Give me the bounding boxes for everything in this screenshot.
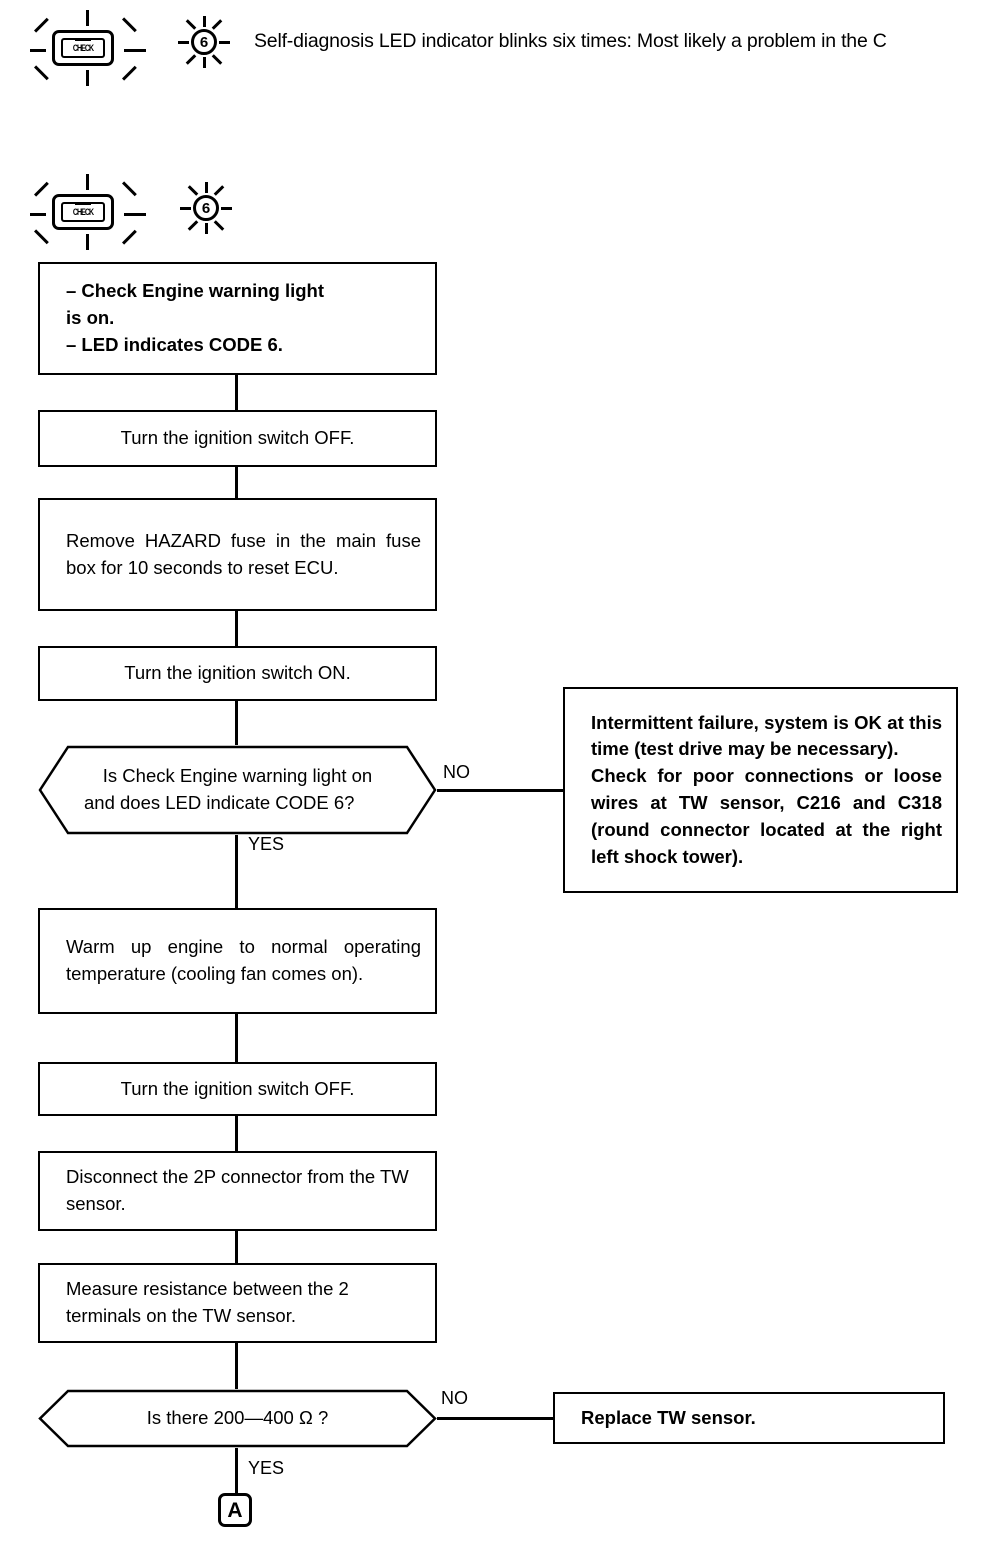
connector-ign-on-to-decision-1 bbox=[235, 701, 238, 745]
node-intermittent-failure-text: Intermittent failure, system is OK at th… bbox=[565, 710, 956, 871]
node-decision-code6: Is Check Engine warning light on and doe… bbox=[38, 745, 437, 835]
node-ignition-on-text: Turn the ignition switch ON. bbox=[124, 662, 351, 684]
branch-label-yes-2: YES bbox=[248, 1458, 285, 1478]
decision-code6-line-2: and does LED indicate CODE 6? bbox=[84, 792, 355, 813]
connector-ign-off-1-to-fuse bbox=[235, 467, 238, 498]
connector-badge-a: A bbox=[218, 1493, 252, 1527]
check-engine-lamp-icon: CHECK bbox=[28, 8, 148, 86]
branch-no-line-decision-resistance bbox=[437, 1417, 553, 1420]
header-description: Self-diagnosis LED indicator blinks six … bbox=[254, 30, 887, 52]
branch-label-no-2: NO bbox=[441, 1388, 468, 1408]
led-blink-icon: 6 bbox=[178, 16, 230, 68]
branch-label-yes-1: YES bbox=[248, 834, 285, 854]
node-ignition-off-1: Turn the ignition switch OFF. bbox=[38, 410, 437, 467]
node-measure-resistance: Measure resistance between the 2 termina… bbox=[38, 1263, 437, 1343]
branch-label-no-1: NO bbox=[443, 762, 470, 782]
connector-decision1-yes-to-warmup bbox=[235, 835, 238, 908]
node-replace-tw-sensor: Replace TW sensor. bbox=[553, 1392, 945, 1444]
led-blink-icon-2: 6 bbox=[180, 182, 232, 234]
branch-no-line-decision-code6 bbox=[437, 789, 563, 792]
connector-start-to-ign-off-1 bbox=[235, 375, 238, 410]
node-remove-hazard-fuse: Remove HAZARD fuse in the main fuse box … bbox=[38, 498, 437, 611]
node-remove-hazard-fuse-text: Remove HAZARD fuse in the main fuse box … bbox=[66, 529, 421, 578]
decision-resistance-line-1: Is there 200—400 Ω ? bbox=[146, 1407, 329, 1429]
node-decision-resistance-text: Is there 200—400 Ω ? bbox=[84, 1389, 391, 1448]
node-ignition-off-1-text: Turn the ignition switch OFF. bbox=[120, 427, 355, 449]
header-row: CHECK 6 Self-diagnosis LED indicator bli… bbox=[0, 0, 1008, 100]
engine-block-glyph-2: CHECK bbox=[61, 202, 105, 222]
intermittent-paragraph-1: Intermittent failure, system is OK at th… bbox=[591, 711, 942, 760]
node-ignition-off-2: Turn the ignition switch OFF. bbox=[38, 1062, 437, 1116]
node-warm-up-engine-text: Warm up engine to normal operating tempe… bbox=[66, 936, 421, 984]
connector-disconnect-to-measure bbox=[235, 1231, 238, 1263]
decision-hexagon-shape bbox=[38, 745, 437, 835]
connector-warmup-to-ign-off-2 bbox=[235, 1014, 238, 1062]
check-engine-lamp-icon-2: CHECK bbox=[28, 172, 148, 250]
intermittent-paragraph-2: Check for poor connections or loose wire… bbox=[591, 765, 942, 867]
check-engine-text: CHECK bbox=[72, 42, 94, 53]
check-engine-lamp-body: CHECK bbox=[52, 30, 114, 66]
led-code-number-2: 6 bbox=[193, 195, 219, 221]
node-ignition-off-2-text: Turn the ignition switch OFF. bbox=[120, 1077, 355, 1099]
node-decision-resistance: Is there 200—400 Ω ? bbox=[38, 1389, 437, 1448]
decision-hexagon-shape-2 bbox=[38, 1389, 437, 1448]
node-intermittent-failure: Intermittent failure, system is OK at th… bbox=[563, 687, 958, 893]
node-measure-resistance-text: Measure resistance between the 2 termina… bbox=[66, 1278, 349, 1326]
node-start-line-1: – Check Engine warning light bbox=[66, 280, 325, 302]
node-replace-tw-sensor-text: Replace TW sensor. bbox=[581, 1406, 756, 1428]
node-ignition-on: Turn the ignition switch ON. bbox=[38, 646, 437, 701]
connector-decision2-yes-to-a bbox=[235, 1448, 238, 1493]
connector-fuse-to-ign-on bbox=[235, 611, 238, 646]
node-disconnect-2p-connector: Disconnect the 2P connector from the TW … bbox=[38, 1151, 437, 1231]
check-engine-text-2: CHECK bbox=[72, 206, 94, 217]
decision-code6-line-1: Is Check Engine warning light on bbox=[102, 765, 373, 787]
led-code-number: 6 bbox=[191, 29, 217, 55]
node-decision-code6-text: Is Check Engine warning light on and doe… bbox=[84, 745, 391, 835]
connector-measure-to-decision-2 bbox=[235, 1343, 238, 1389]
node-warm-up-engine: Warm up engine to normal operating tempe… bbox=[38, 908, 437, 1014]
node-start: – Check Engine warning light is on. – LE… bbox=[38, 262, 437, 375]
node-start-line-3: – LED indicates CODE 6. bbox=[66, 333, 283, 355]
node-start-text: – Check Engine warning light is on. – LE… bbox=[40, 278, 435, 358]
node-start-line-2: is on. bbox=[66, 307, 115, 329]
node-disconnect-2p-connector-text: Disconnect the 2P connector from the TW … bbox=[66, 1166, 409, 1214]
connector-ign-off-2-to-disconnect bbox=[235, 1116, 238, 1151]
engine-block-glyph: CHECK bbox=[61, 38, 105, 58]
check-engine-lamp-body-2: CHECK bbox=[52, 194, 114, 230]
